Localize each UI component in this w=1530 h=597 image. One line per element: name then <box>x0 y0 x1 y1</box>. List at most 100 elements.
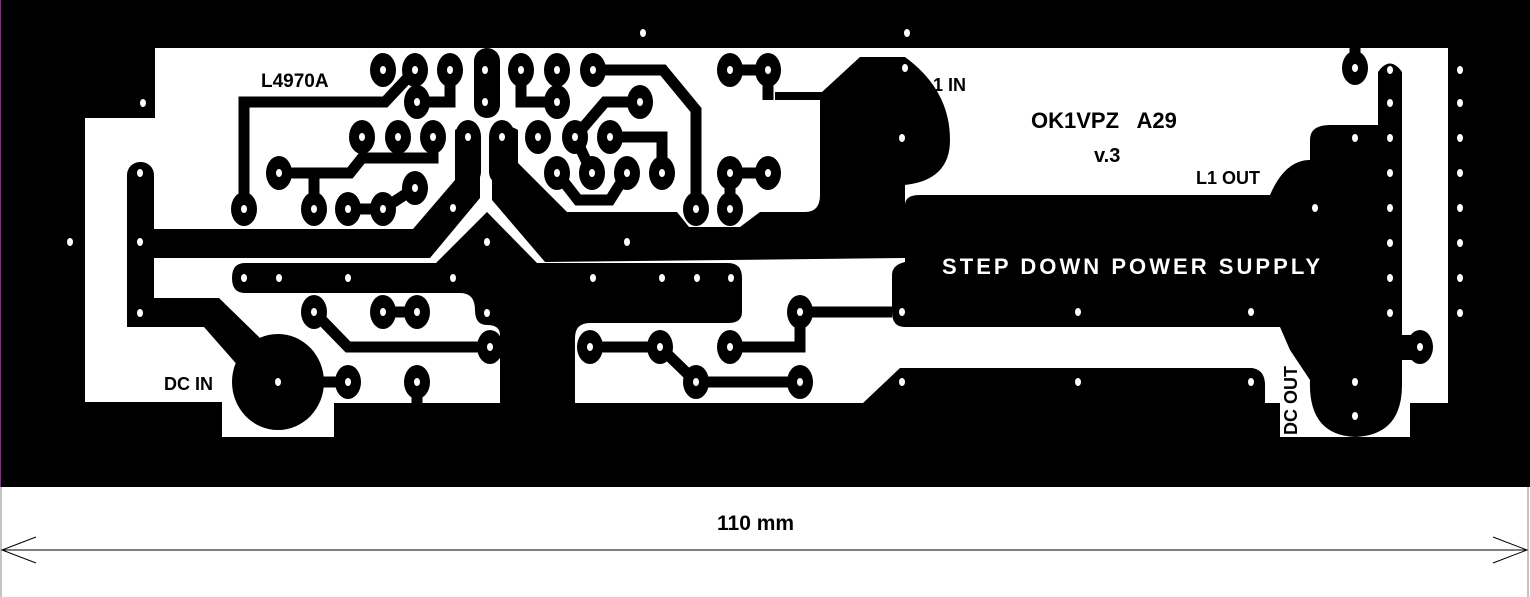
trace <box>552 169 632 206</box>
drill-hole <box>140 99 146 107</box>
drill-hole <box>450 274 456 282</box>
drill-hole <box>137 378 143 386</box>
pin-pad <box>455 125 481 185</box>
drill-hole <box>727 66 733 74</box>
drill-hole <box>241 205 247 213</box>
drill-hole <box>359 133 365 141</box>
drill-hole <box>412 66 418 74</box>
via-holes <box>67 29 1463 420</box>
drill-hole <box>637 98 643 106</box>
trace <box>238 66 420 209</box>
drill-hole <box>1457 99 1463 107</box>
drill-hole <box>380 66 386 74</box>
drill-hole <box>1352 378 1358 386</box>
drill-hole <box>535 133 541 141</box>
drill-hole <box>345 274 351 282</box>
drill-hole <box>1387 204 1393 212</box>
lower-bar-trace <box>232 263 742 487</box>
drill-hole <box>465 133 471 141</box>
drill-hole <box>1387 134 1393 142</box>
drill-hole <box>275 378 281 386</box>
drill-hole <box>345 378 351 386</box>
board-title-label: STEP DOWN POWER SUPPLY <box>942 254 1320 279</box>
drill-hole <box>607 133 613 141</box>
drill-hole <box>412 184 418 192</box>
arrowhead-left-icon <box>0 536 37 564</box>
drill-hole <box>414 98 420 106</box>
dc-out-label: DC OUT <box>1281 366 1301 435</box>
arrowhead-right-icon <box>1492 536 1529 564</box>
drill-hole <box>1387 99 1393 107</box>
drill-hole <box>1387 274 1393 282</box>
l1-out-label: L1 OUT <box>1196 168 1260 188</box>
drill-hole <box>276 169 282 177</box>
drill-hole <box>727 169 733 177</box>
drill-hole <box>727 343 733 351</box>
output-power-area <box>892 63 1420 437</box>
right-branch-trace <box>492 57 950 262</box>
drill-hole <box>395 133 401 141</box>
copper-layer <box>127 48 1420 487</box>
chip-label: L4970A <box>261 71 329 92</box>
drill-hole <box>380 205 386 213</box>
drill-hole <box>137 309 143 317</box>
drill-hole <box>554 169 560 177</box>
drill-hole <box>1387 239 1393 247</box>
drill-hole <box>590 66 596 74</box>
drill-hole <box>904 29 910 37</box>
trace <box>310 308 490 353</box>
drill-hole <box>659 274 665 282</box>
drill-hole <box>430 133 436 141</box>
dc-in-label: DC IN <box>164 374 213 394</box>
dimension-label: 110 mm <box>717 512 794 535</box>
drill-hole <box>1075 378 1081 386</box>
center-slot-pad <box>474 48 500 118</box>
trace <box>593 64 702 209</box>
left-branch-trace <box>140 126 480 258</box>
pin-pad <box>489 125 515 185</box>
drill-hole <box>1457 239 1463 247</box>
drill-hole <box>482 98 488 106</box>
drill-hole <box>484 238 490 246</box>
drill-hole <box>518 66 524 74</box>
drill-hole <box>1457 204 1463 212</box>
drill-hole <box>1352 134 1358 142</box>
drill-hole <box>1457 66 1463 74</box>
central-triangle <box>436 212 537 263</box>
dc-in-trace <box>127 298 262 368</box>
drill-hole <box>1312 204 1318 212</box>
drill-hole <box>1457 169 1463 177</box>
drill-hole <box>1248 308 1254 316</box>
drill-hole <box>1248 378 1254 386</box>
version-label: v.3 <box>1094 145 1120 167</box>
drill-hole <box>797 308 803 316</box>
trace <box>730 306 892 353</box>
drill-hole <box>241 274 247 282</box>
drill-hole <box>1387 66 1393 74</box>
drill-hole <box>693 205 699 213</box>
drill-hole <box>624 238 630 246</box>
drill-hole <box>311 308 317 316</box>
drill-hole <box>450 204 456 212</box>
drill-hole <box>589 169 595 177</box>
drill-hole <box>727 205 733 213</box>
drill-hole <box>554 66 560 74</box>
drill-hole <box>659 169 665 177</box>
drill-hole <box>587 343 593 351</box>
drill-hole <box>694 274 700 282</box>
drill-hole <box>554 98 560 106</box>
drill-hole <box>693 378 699 386</box>
drill-hole <box>484 309 490 317</box>
drill-hole <box>1457 309 1463 317</box>
drill-hole <box>590 274 596 282</box>
drill-hole <box>345 205 351 213</box>
drill-hole <box>1075 308 1081 316</box>
drill-hole <box>899 378 905 386</box>
drill-hole <box>137 169 143 177</box>
drill-hole <box>797 378 803 386</box>
drill-hole <box>902 64 908 72</box>
drill-hole <box>380 308 386 316</box>
drill-hole <box>414 378 420 386</box>
drill-hole <box>640 29 646 37</box>
